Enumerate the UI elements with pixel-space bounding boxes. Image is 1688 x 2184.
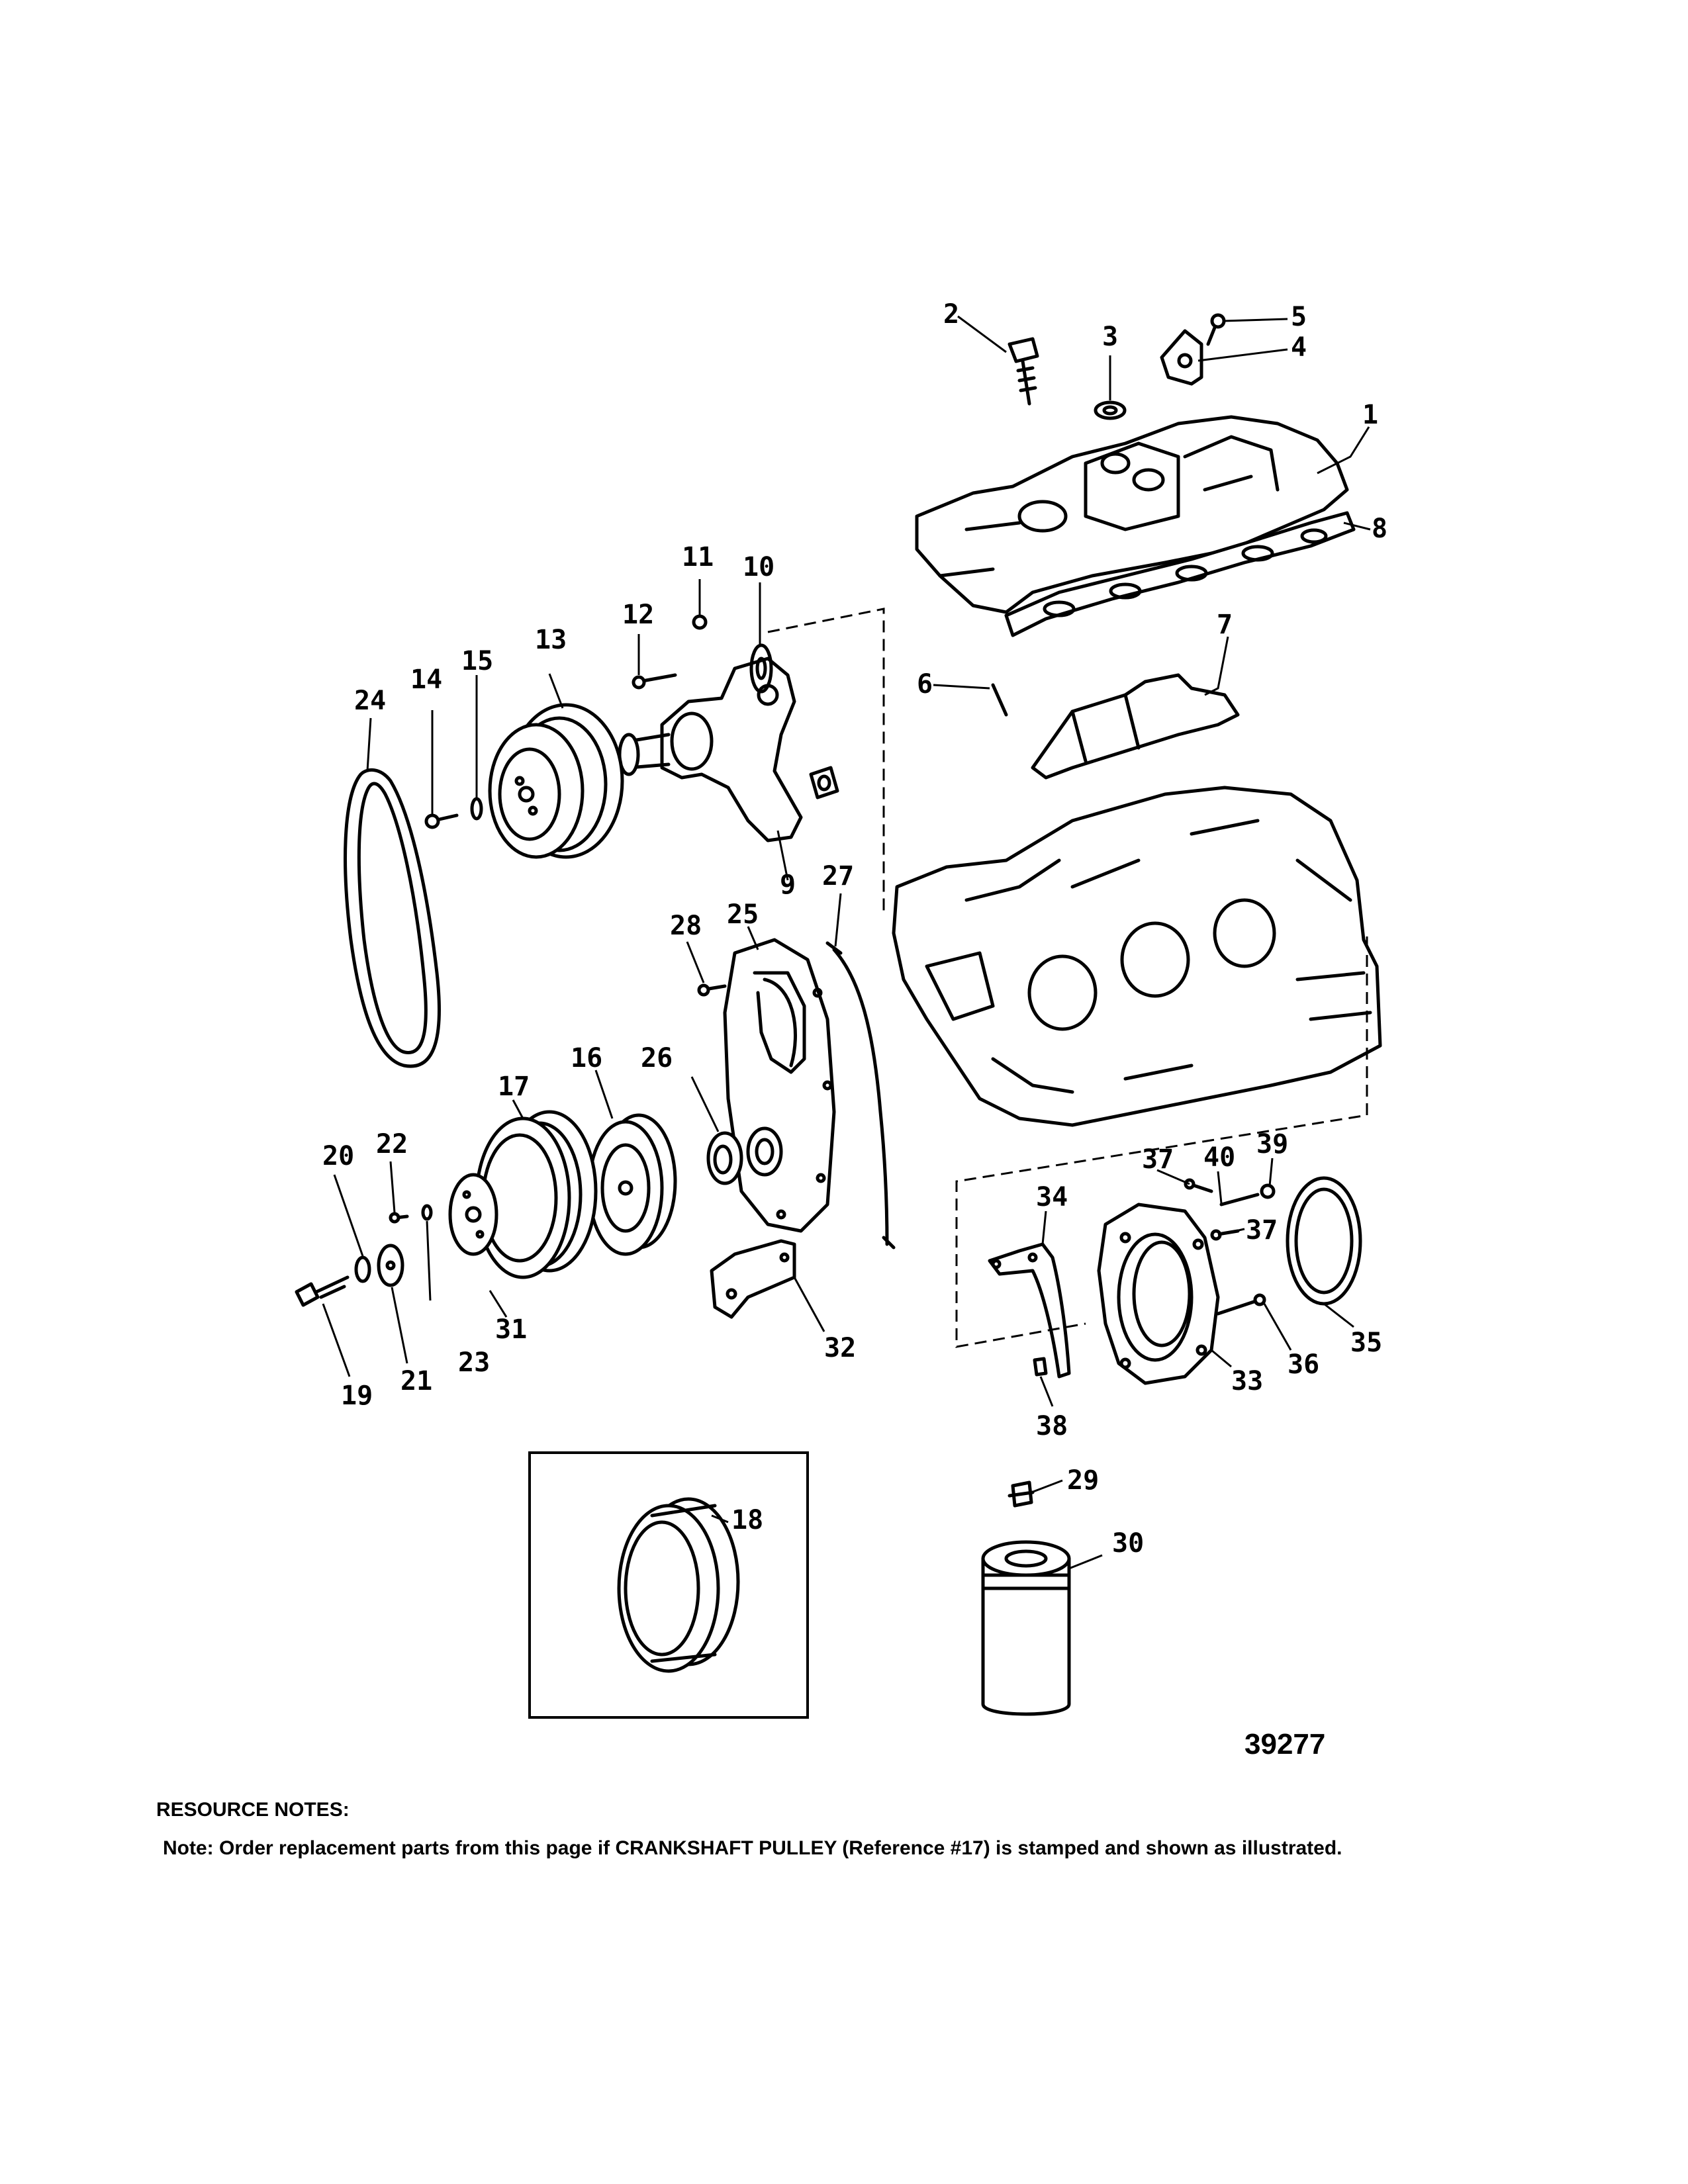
gasket-10 — [749, 643, 773, 694]
hub-31 — [448, 1173, 498, 1256]
callout-10: 10 — [743, 552, 774, 582]
water-pump — [618, 657, 803, 842]
stud-40 — [1219, 1193, 1260, 1206]
callout-34: 34 — [1036, 1182, 1068, 1212]
bolt-2 — [1008, 337, 1039, 406]
callout-40: 40 — [1203, 1142, 1235, 1173]
pin-6 — [991, 683, 1008, 717]
inset-box — [528, 1451, 809, 1719]
callout-1: 1 — [1362, 400, 1378, 430]
callout-37b: 37 — [1246, 1215, 1278, 1246]
engine-block — [892, 786, 1382, 1127]
callout-26: 26 — [641, 1043, 673, 1073]
callout-3: 3 — [1102, 322, 1118, 352]
callout-39: 39 — [1256, 1129, 1288, 1160]
resource-notes-text: Note: Order replacement parts from this … — [163, 1837, 1342, 1859]
rear-main-seal — [1286, 1176, 1362, 1306]
crankshaft-pulley — [475, 1110, 598, 1279]
callout-12: 12 — [622, 600, 654, 630]
callout-labels: 1 2 3 4 5 6 7 8 9 10 11 12 13 14 15 16 1… — [322, 299, 1387, 1559]
callout-21: 21 — [400, 1366, 432, 1396]
gasket-9 — [809, 766, 839, 799]
figure-number: 39277 — [1244, 1728, 1325, 1760]
bolt-14 — [424, 813, 459, 829]
callout-24: 24 — [354, 686, 386, 716]
bolt-19 — [295, 1275, 350, 1307]
gasket-34 — [988, 1242, 1071, 1379]
bolt-28 — [697, 983, 727, 997]
callout-38: 38 — [1036, 1411, 1068, 1441]
washer-21 — [377, 1244, 404, 1287]
callout-23: 23 — [458, 1347, 490, 1378]
washer-23 — [421, 1204, 433, 1221]
callout-14: 14 — [410, 664, 442, 695]
intake-manifold — [915, 415, 1349, 614]
callout-19: 19 — [341, 1381, 373, 1411]
dashed-leaders — [767, 608, 1368, 1348]
bracket-4 — [1160, 329, 1203, 386]
callout-31: 31 — [495, 1314, 527, 1345]
callout-37a: 37 — [1142, 1144, 1174, 1175]
washer-15 — [470, 797, 483, 821]
callout-6: 6 — [917, 669, 933, 700]
nut-39 — [1260, 1183, 1276, 1199]
bolt-12 — [632, 673, 677, 690]
callout-35: 35 — [1350, 1328, 1382, 1358]
callout-20: 20 — [322, 1141, 354, 1171]
shield-7 — [1031, 673, 1240, 780]
bolt-5 — [1206, 313, 1226, 346]
leader-lines — [322, 315, 1371, 1570]
callout-8: 8 — [1372, 514, 1387, 544]
resource-notes-heading: RESOURCE NOTES: — [156, 1799, 350, 1821]
callout-9: 9 — [780, 870, 796, 900]
timing-cover — [723, 938, 836, 1233]
bolt-36 — [1216, 1293, 1266, 1316]
callout-33: 33 — [1231, 1366, 1263, 1396]
plug-11 — [692, 614, 708, 630]
callout-16: 16 — [571, 1043, 602, 1073]
harmonic-balancer — [587, 1113, 677, 1256]
callout-22: 22 — [376, 1129, 408, 1160]
callout-17: 17 — [498, 1071, 530, 1102]
callout-27: 27 — [822, 861, 854, 891]
callout-5: 5 — [1291, 302, 1307, 332]
pin-38 — [1033, 1357, 1048, 1377]
bolt-37-upper — [1184, 1178, 1213, 1193]
manifold-gasket — [1004, 511, 1356, 637]
bracket-32 — [710, 1239, 796, 1319]
water-pump-pulley — [488, 703, 624, 859]
washer-20 — [354, 1255, 371, 1283]
callout-11: 11 — [682, 542, 714, 572]
seal-26 — [706, 1131, 743, 1185]
callout-15: 15 — [461, 646, 493, 676]
callout-29: 29 — [1067, 1465, 1099, 1496]
oil-filter — [981, 1540, 1071, 1716]
callout-7: 7 — [1217, 610, 1233, 640]
callout-30: 30 — [1112, 1528, 1144, 1559]
callout-28: 28 — [670, 911, 702, 941]
callout-2: 2 — [943, 299, 959, 330]
callout-13: 13 — [535, 625, 567, 655]
washer-3 — [1094, 400, 1127, 420]
callout-32: 32 — [824, 1333, 856, 1363]
callout-25: 25 — [727, 899, 759, 930]
rear-seal-retainer — [1097, 1203, 1220, 1385]
callout-18: 18 — [731, 1505, 763, 1535]
bolt-22 — [389, 1212, 409, 1224]
timing-cover-gasket — [825, 941, 896, 1250]
callout-4: 4 — [1291, 332, 1307, 363]
fitting-29 — [1008, 1480, 1035, 1508]
drive-belt — [344, 768, 441, 1068]
callout-36: 36 — [1288, 1349, 1319, 1380]
